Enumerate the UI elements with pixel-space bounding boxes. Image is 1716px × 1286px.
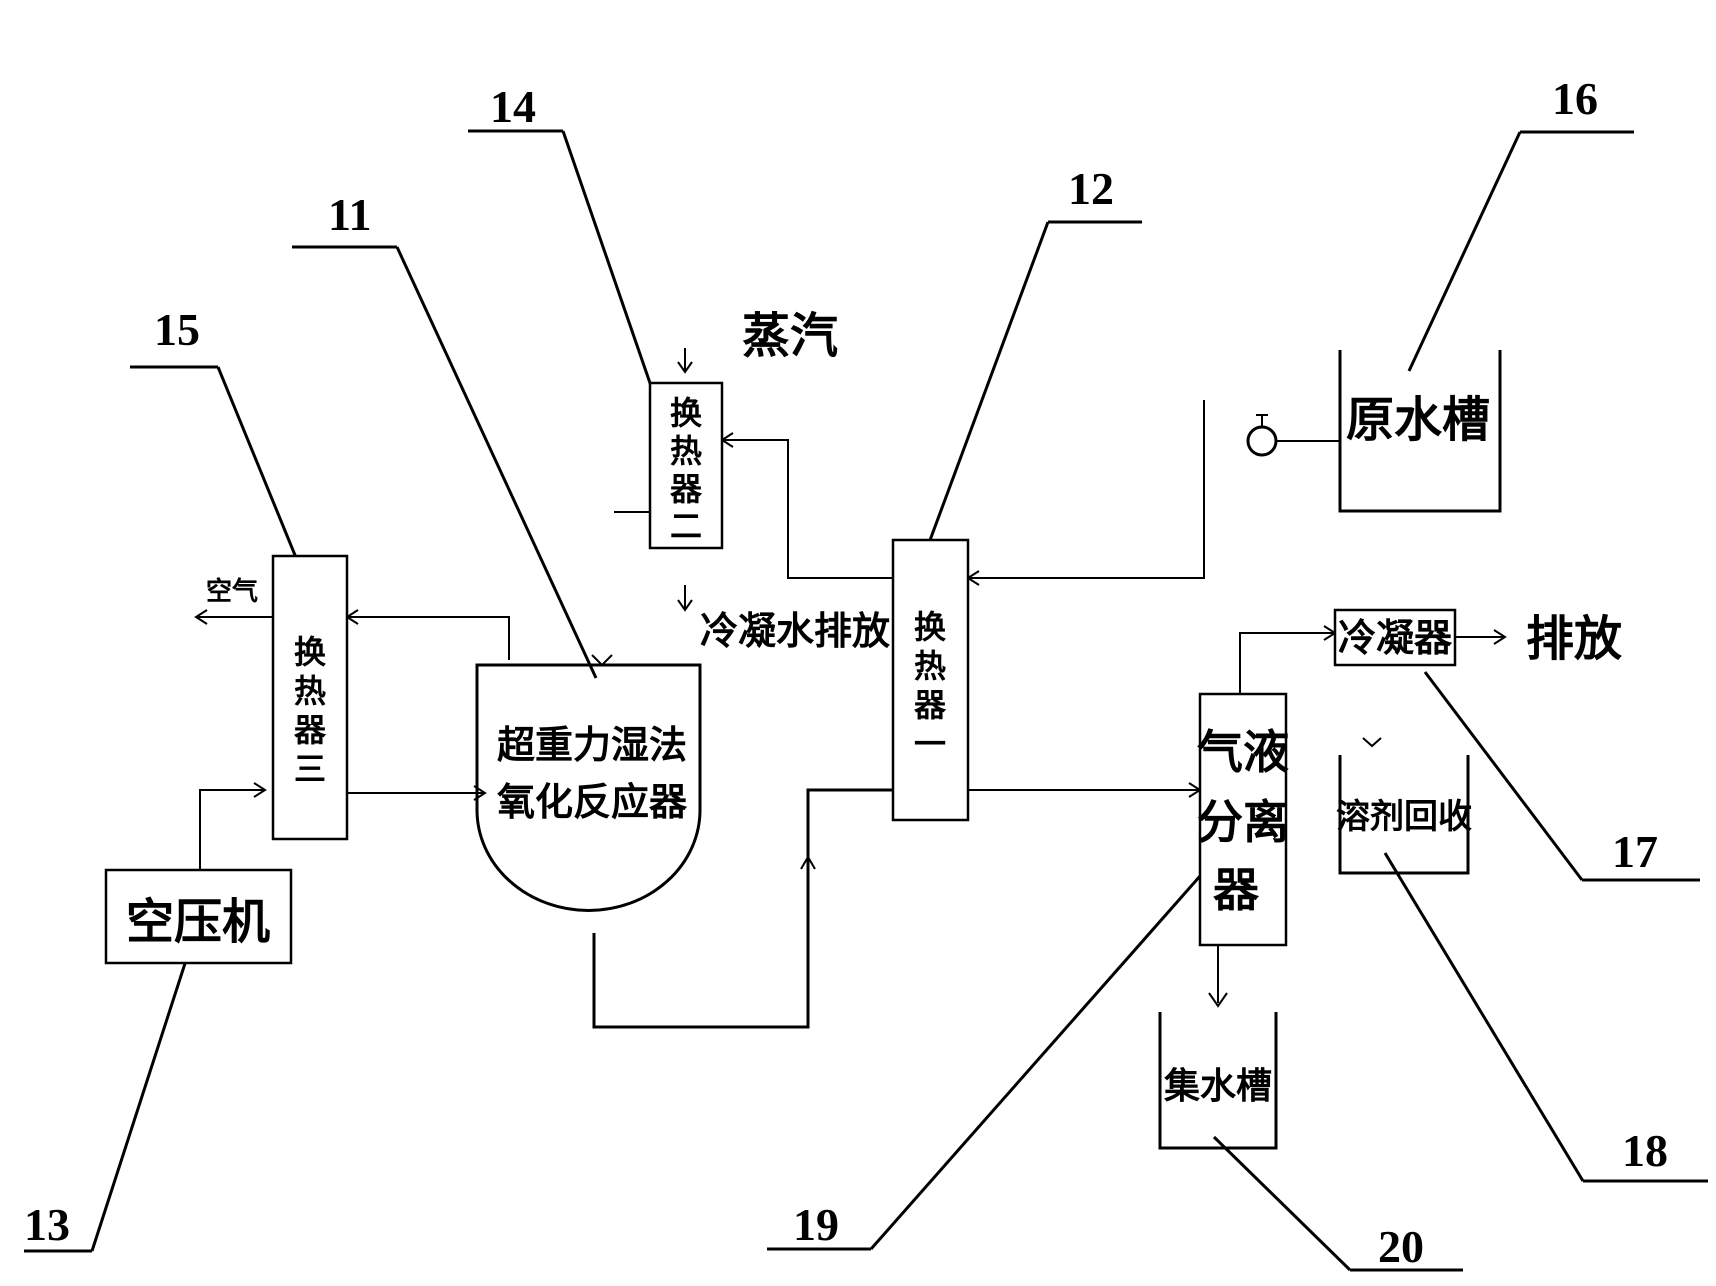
solvent-recovery-label: 溶剂回收 — [1336, 797, 1472, 837]
heat-exchanger-1-label: 换 热 器 一 — [913, 608, 947, 763]
label-18: 18 — [1622, 1125, 1668, 1176]
svg-text:器: 器 — [913, 686, 947, 724]
separator-label-line1: 气液 — [1197, 725, 1289, 779]
heat-exchanger-1 — [891, 538, 970, 822]
leader-lines — [24, 129, 1708, 1272]
air-compressor-label: 空压机 — [126, 894, 270, 950]
heat-exchanger-2-label: 换 热 器 二 — [669, 394, 703, 545]
air-out-label: 空气 — [206, 576, 258, 607]
svg-text:热: 热 — [914, 647, 946, 685]
gas-liquid-separator — [1198, 692, 1288, 947]
reactor-label-line1: 超重力湿法 — [497, 723, 687, 767]
condensate-discharge-label: 冷凝水排放 — [700, 609, 890, 653]
svg-text:二: 二 — [670, 507, 702, 545]
water-collection-tank-label: 集水槽 — [1163, 1066, 1272, 1107]
separator-label-line3: 器 — [1213, 863, 1260, 917]
label-15: 15 — [154, 304, 200, 355]
raw-water-tank — [1338, 350, 1502, 513]
svg-text:换: 换 — [294, 633, 326, 671]
condenser-box — [1333, 608, 1457, 667]
svg-text:热: 热 — [294, 672, 326, 710]
solvent-recovery-tank — [1338, 755, 1470, 875]
heat-exchanger-3 — [271, 554, 349, 841]
air-compressor-box — [104, 868, 293, 965]
separator-label-line2: 分离 — [1197, 795, 1289, 849]
svg-text:热: 热 — [670, 432, 702, 470]
pump-icon — [1246, 414, 1278, 457]
heat-exchanger-2 — [648, 381, 724, 550]
label-11: 11 — [328, 189, 371, 240]
heat-exchanger-3-label: 换 热 器 三 — [293, 633, 327, 788]
label-14: 14 — [490, 81, 536, 132]
label-16: 16 — [1552, 73, 1598, 124]
label-20: 20 — [1378, 1221, 1424, 1272]
svg-text:换: 换 — [914, 608, 946, 646]
svg-text:一: 一 — [914, 725, 946, 763]
label-13: 13 — [24, 1199, 70, 1250]
process-piping — [194, 348, 1507, 1029]
svg-text:换: 换 — [670, 394, 702, 432]
label-12: 12 — [1068, 163, 1114, 214]
label-17: 17 — [1612, 826, 1658, 877]
svg-text:器: 器 — [293, 711, 327, 749]
steam-label: 蒸汽 — [742, 308, 838, 364]
svg-text:三: 三 — [294, 750, 326, 788]
reactor-vessel — [475, 663, 702, 912]
water-collection-tank — [1158, 1012, 1278, 1150]
reactor-label-line2: 氧化反应器 — [497, 780, 688, 824]
svg-text:器: 器 — [669, 470, 703, 508]
vent-discharge-label: 排放 — [1526, 611, 1622, 667]
raw-water-tank-label: 原水槽 — [1346, 392, 1490, 448]
label-19: 19 — [793, 1199, 839, 1250]
condenser-label: 冷凝器 — [1338, 616, 1453, 660]
